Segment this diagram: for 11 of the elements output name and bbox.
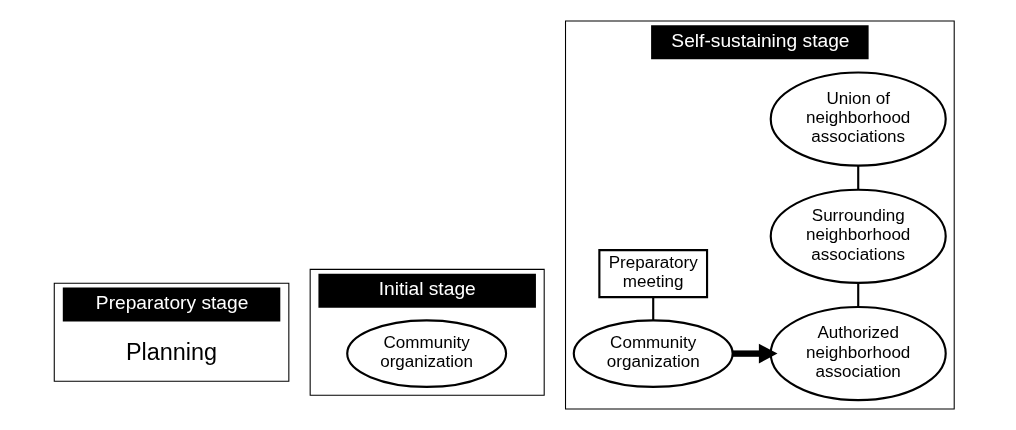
connector — [856, 165, 859, 190]
node-ellipse: Union of neighborhood associations — [769, 71, 947, 167]
arrow — [731, 343, 777, 364]
label: Planning — [125, 338, 217, 365]
node-ellipse: Authorized neighborhood association — [769, 305, 947, 402]
node-ellipse: Community organization — [345, 319, 507, 388]
node-ellipse: Community organization — [572, 319, 734, 388]
node-ellipse: Surrounding neighborhood associations — [769, 188, 947, 284]
connector — [651, 297, 654, 321]
connector — [856, 283, 859, 307]
node-box: Preparatory meeting — [597, 249, 708, 299]
